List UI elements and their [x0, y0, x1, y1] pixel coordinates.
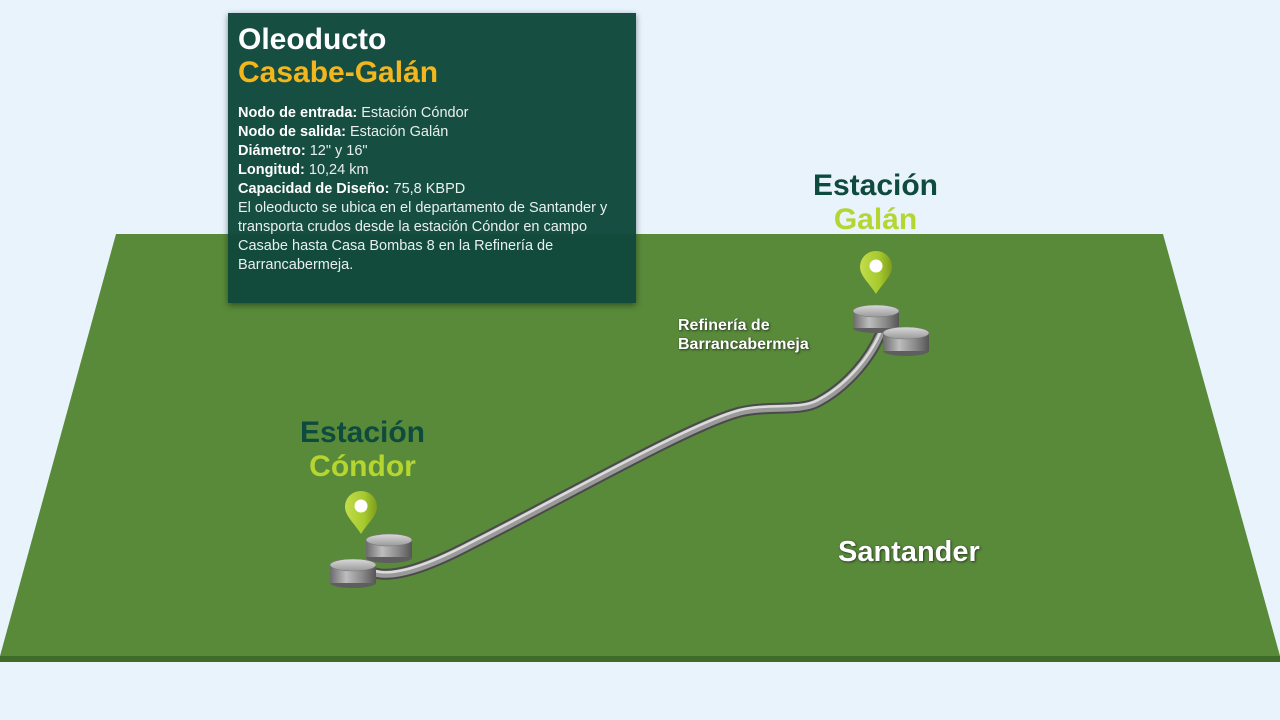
condor-location-pin-icon[interactable] — [345, 491, 377, 534]
spec-label: Longitud: — [238, 162, 305, 178]
ground-plane — [0, 234, 1280, 656]
spec-row-diameter: Diámetro: 12" y 16" — [238, 142, 626, 161]
card-title: Oleoducto — [238, 23, 387, 56]
spec-value: 10,24 km — [308, 162, 369, 178]
card-subtitle: Casabe-Galán — [238, 56, 439, 89]
card-description: El oleoducto se ubica en el departamento… — [238, 200, 608, 273]
spec-row-exit-node: Nodo de salida: Estación Galán — [238, 123, 626, 142]
galan-location-pin-icon[interactable] — [860, 251, 892, 294]
refinery-label-line2: Barrancabermeja — [678, 336, 809, 353]
tank — [852, 304, 900, 333]
region-label: Santander — [838, 536, 980, 568]
spec-value: 12" y 16" — [309, 143, 368, 159]
refinery-label-line1: Refinería de — [678, 317, 770, 334]
spec-value: 75,8 KBPD — [393, 181, 466, 197]
spec-value: Estación Cóndor — [361, 105, 469, 121]
spec-label: Diámetro: — [238, 143, 306, 159]
spec-label: Nodo de entrada: — [238, 105, 358, 121]
station-label-galan: Estación Galán — [783, 169, 968, 237]
refinery-label: Refinería de Barrancabermeja — [678, 316, 809, 354]
tank — [882, 326, 930, 356]
spec-row-entry-node: Nodo de entrada: Estación Cóndor — [238, 104, 626, 123]
spec-row-design-capacity: Capacidad de Diseño: 75,8 KBPD — [238, 180, 626, 199]
tank — [329, 558, 377, 588]
spec-row-length: Longitud: 10,24 km — [238, 161, 626, 180]
station-label-condor: Estación Cóndor — [270, 416, 455, 484]
station-label-line1: Estación — [299, 416, 426, 449]
station-label-line2: Galán — [833, 203, 918, 236]
pipeline — [366, 329, 886, 580]
tank — [365, 533, 413, 563]
pipeline-info-card: Oleoducto Casabe-Galán Nodo de entrada: … — [228, 13, 636, 303]
galan-tanks — [852, 304, 930, 356]
ground-edge — [0, 656, 1280, 662]
station-label-line1: Estación — [812, 169, 939, 202]
spec-label: Nodo de salida: — [238, 124, 346, 140]
station-label-line2: Cóndor — [309, 450, 416, 483]
spec-label: Capacidad de Diseño: — [238, 181, 390, 197]
condor-tanks — [329, 533, 413, 588]
spec-value: Estación Galán — [350, 124, 449, 140]
